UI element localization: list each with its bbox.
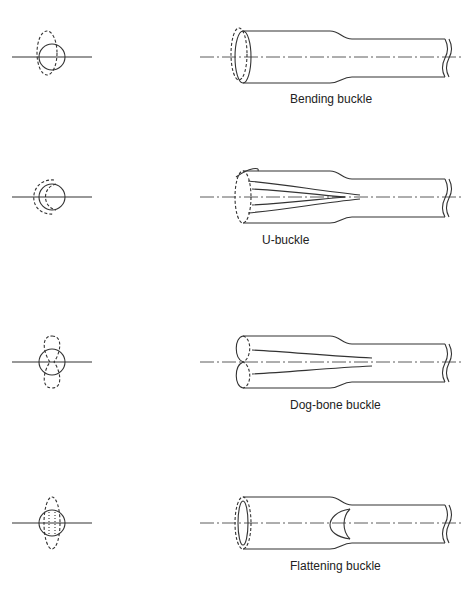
bending-buckle-figure bbox=[12, 28, 462, 83]
buckle-caption: Bending buckle bbox=[290, 92, 372, 106]
buckle-caption: Flattening buckle bbox=[290, 559, 381, 573]
u-buckle-figure bbox=[12, 169, 462, 223]
dog-bone-buckle-figure bbox=[12, 336, 462, 388]
buckle-caption: U-buckle bbox=[262, 233, 309, 247]
buckle-caption: Dog-bone buckle bbox=[290, 398, 381, 412]
flattening-buckle-figure bbox=[12, 497, 462, 549]
